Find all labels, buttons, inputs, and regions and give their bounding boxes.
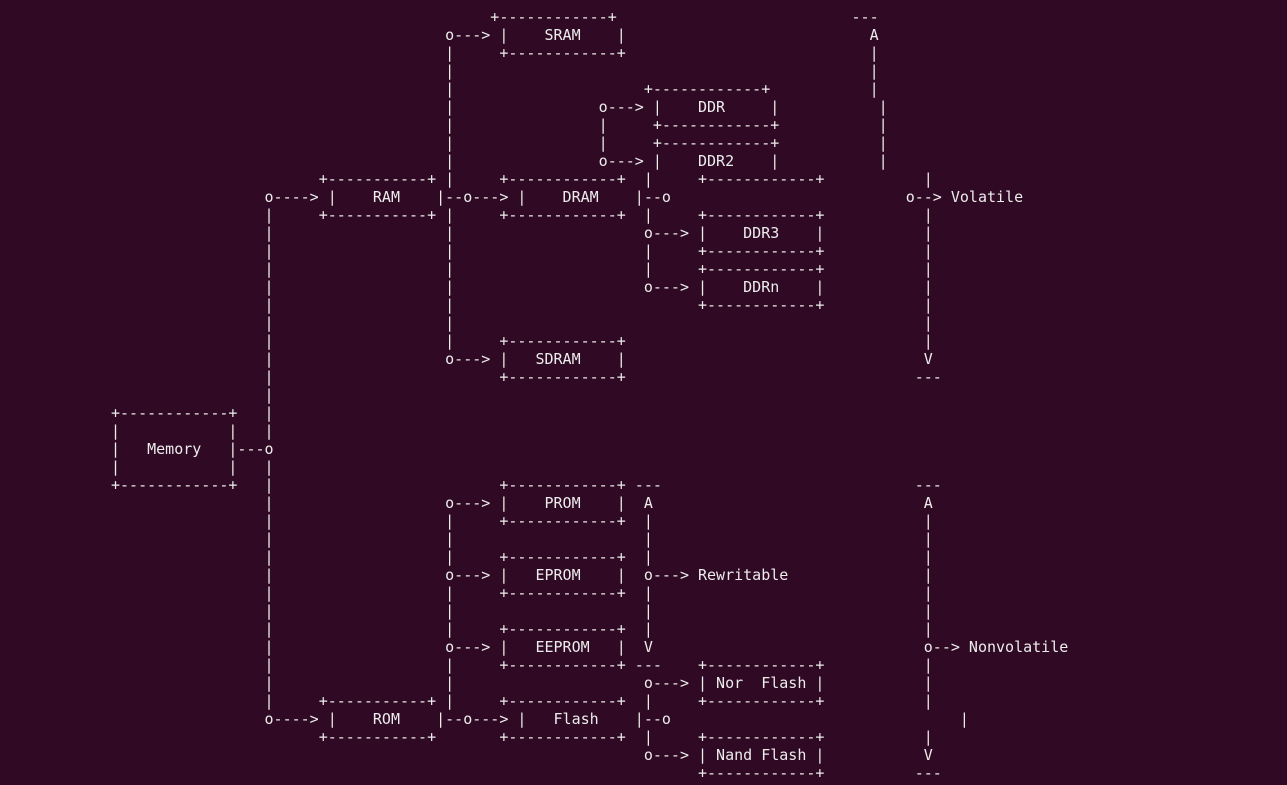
diagram-line: | Memory |---o: [111, 440, 274, 458]
diagram-line: | o---> | SDRAM | V: [111, 350, 933, 368]
diagram-line: | | |: [111, 422, 274, 440]
diagram-line: | | +------------+ |: [111, 134, 888, 152]
diagram-line: | +-----------+ | +------------+ | +----…: [111, 206, 933, 224]
diagram-line: +------------+ ---: [111, 8, 879, 26]
diagram-line: +------------+ |: [111, 404, 274, 422]
diagram-line: +-----------+ | +------------+ | +------…: [111, 170, 933, 188]
diagram-line: | o---> | EPROM | o---> Rewritable |: [111, 566, 933, 584]
diagram-line: | | o---> | DDR3 | |: [111, 224, 933, 242]
diagram-line: | | +------------+ |: [111, 296, 933, 314]
diagram-line: | | +------------+ | |: [111, 548, 933, 566]
diagram-line: | | +------------+ | |: [111, 620, 933, 638]
diagram-line: | | | |: [111, 602, 933, 620]
diagram-line: | | |: [111, 314, 933, 332]
diagram-line: | | +------------+ | |: [111, 512, 933, 530]
diagram-line: +------------+ ---: [111, 764, 942, 778]
diagram-line: | +------------+ ---: [111, 368, 942, 386]
diagram-line: | | o---> | Nor Flash | |: [111, 674, 933, 692]
diagram-line: | | |: [111, 458, 274, 476]
diagram-line: o----> | ROM |--o---> | Flash |--o |: [111, 710, 969, 728]
diagram-line: +------------+ | +------------+ --- ---: [111, 476, 942, 494]
diagram-line: | | +------------+ |: [111, 116, 888, 134]
diagram-line: | +------------+ |: [111, 44, 879, 62]
diagram-line: | | +------------+ |: [111, 332, 933, 350]
diagram-line: +-----------+ +------------+ | +--------…: [111, 728, 933, 746]
diagram-line: | | | +------------+ |: [111, 260, 933, 278]
diagram-line: | | | +------------+ |: [111, 242, 933, 260]
diagram-line: | +-----------+ | +------------+ | +----…: [111, 692, 933, 710]
diagram-line: o----> | RAM |--o---> | DRAM |--o o--> V…: [111, 188, 1024, 206]
diagram-line: | |: [111, 62, 879, 80]
diagram-line: | o---> | EEPROM | V o--> Nonvolatile: [111, 638, 1069, 656]
diagram-line: | | +------------+ | |: [111, 584, 933, 602]
diagram-line: | o---> | DDR | |: [111, 98, 888, 116]
diagram-line: | | +------------+ --- +------------+ |: [111, 656, 933, 674]
diagram-line: | | o---> | DDRn | |: [111, 278, 933, 296]
diagram-line: o---> | SRAM | A: [111, 26, 879, 44]
diagram-line: o---> | Nand Flash | V: [111, 746, 933, 764]
diagram-line: |: [111, 386, 274, 404]
diagram-line: | | | |: [111, 530, 933, 548]
diagram-line: | o---> | DDR2 | |: [111, 152, 888, 170]
diagram-line: | o---> | PROM | A A: [111, 494, 933, 512]
diagram-line: | +------------+ |: [111, 80, 879, 98]
memory-hierarchy-ascii-diagram: +------------+ --- o---> | SRAM | A | +-…: [111, 8, 1271, 778]
